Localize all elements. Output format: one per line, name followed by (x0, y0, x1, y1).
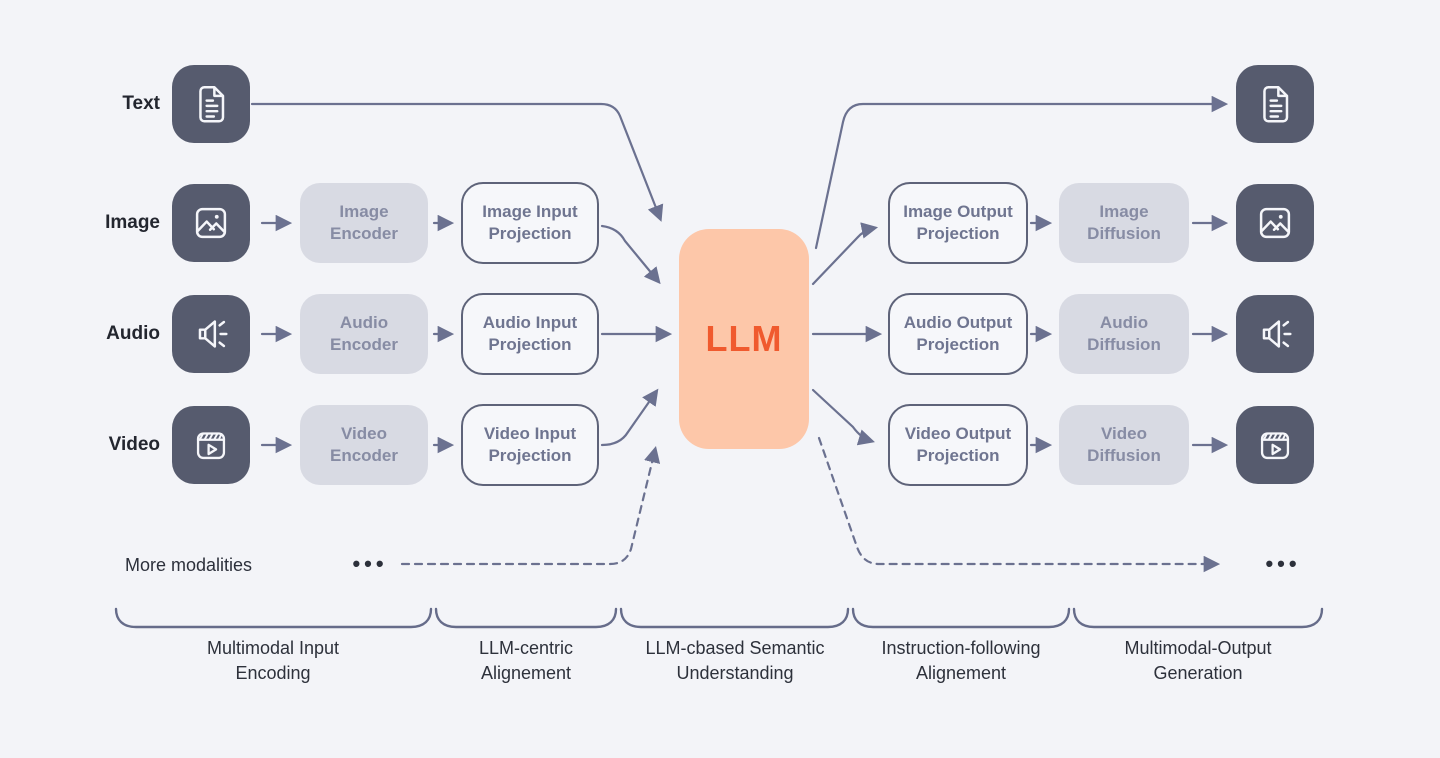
image-diffusion-box: Image Diffusion (1059, 183, 1189, 263)
audio-output-tile (1236, 295, 1314, 373)
modality-label-audio: Audio (106, 323, 160, 344)
llm-box: LLM (679, 229, 809, 449)
audio-encoder-box: Audio Encoder (300, 294, 428, 374)
video-diffusion-box: Video Diffusion (1059, 405, 1189, 485)
arrow-image-projection-to-llm (600, 224, 661, 285)
image-icon (1259, 207, 1291, 239)
video-icon (196, 432, 226, 460)
audio-diffusion-box: Audio Diffusion (1059, 294, 1189, 374)
llm-label: LLM (705, 318, 783, 359)
modality-label-text: Text (122, 93, 160, 114)
brace-stage-3 (619, 607, 850, 629)
video-input-projection-box: Video Input Projection (461, 404, 599, 486)
brace-stage-1 (114, 607, 433, 629)
video-input-tile (172, 406, 250, 484)
text-input-tile (172, 65, 250, 143)
image-output-projection-box: Image Output Projection (888, 182, 1028, 264)
image-input-projection-box: Image Input Projection (461, 182, 599, 264)
brace-stage-4 (851, 607, 1071, 629)
video-output-projection-box: Video Output Projection (888, 404, 1028, 486)
video-output-tile (1236, 406, 1314, 484)
image-input-tile (172, 184, 250, 262)
stage-label-llm-centric-alignement: LLM-centric Alignement (478, 638, 574, 683)
modality-label-image: Image (105, 212, 160, 233)
more-modalities-dots-right: ••• (1265, 551, 1301, 576)
document-icon (1263, 85, 1289, 123)
text-output-tile (1236, 65, 1314, 143)
image-icon (195, 207, 227, 239)
brace-stage-2 (434, 607, 618, 629)
stage-label-multimodal-input-encoding: Multimodal Input Encoding (206, 638, 340, 683)
stage-label-multimodal-output-generation: Multimodal-Output Generation (1124, 638, 1272, 683)
audio-icon (198, 320, 228, 348)
image-output-tile (1236, 184, 1314, 262)
modality-label-video: Video (108, 434, 160, 455)
dashed-arrow-more-modalities-to-llm (400, 445, 661, 566)
audio-input-tile (172, 295, 250, 373)
arrow-llm-to-image-projection (811, 222, 879, 286)
video-icon (1260, 432, 1290, 460)
audio-output-projection-box: Audio Output Projection (888, 293, 1028, 375)
stage-label-llm-based-semantic-understanding: LLM-cbased Semantic Understanding (645, 638, 825, 683)
document-icon (199, 85, 225, 123)
audio-icon (1262, 320, 1292, 348)
audio-input-projection-box: Audio Input Projection (461, 293, 599, 375)
more-modalities-label: More modalities (125, 555, 253, 575)
arrow-text-to-llm (250, 102, 664, 222)
video-encoder-box: Video Encoder (300, 405, 428, 485)
more-modalities-dots-left: ••• (352, 551, 388, 576)
arrow-llm-to-text-out (814, 95, 1229, 250)
dashed-arrow-llm-to-more-outputs (817, 436, 1221, 573)
stage-label-instruction-following-alignement: Instruction-following Alignement (881, 638, 1041, 683)
arrow-video-projection-to-llm (600, 388, 659, 447)
brace-stage-5 (1072, 607, 1324, 629)
arrow-llm-to-video-projection (811, 388, 875, 446)
image-encoder-box: Image Encoder (300, 183, 428, 263)
